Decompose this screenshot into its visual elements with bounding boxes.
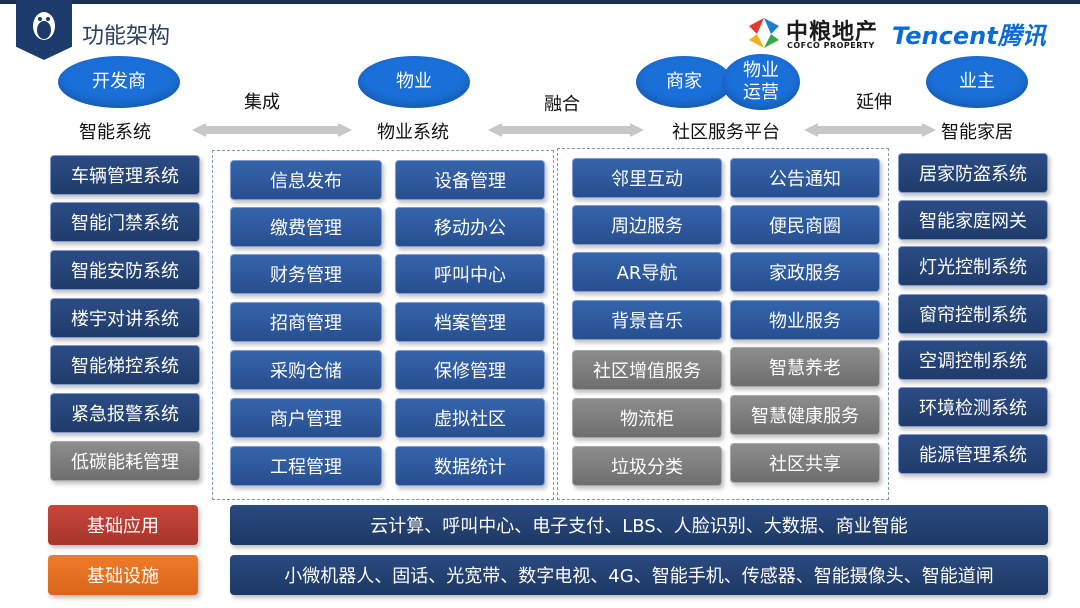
smart-home-item: 环境检测系统 [898,387,1048,427]
base-infra-label: 基础设施 [48,555,198,595]
smart-home-item: 空调控制系统 [898,340,1048,380]
cofco-logo-english: COFCO PROPERTY [787,41,875,50]
community-service-item: 社区增值服务 [572,350,722,390]
label-smart-systems: 智能系统 [79,122,151,143]
smart-home-item: 居家防盗系统 [898,153,1048,193]
role-property: 物业 [358,56,470,108]
cofco-logo-icon [749,18,779,48]
community-service-item: 物流柜 [572,398,722,438]
role-owner: 业主 [926,56,1028,108]
property-system-item: 保修管理 [395,350,545,390]
double-arrow-icon [192,123,352,137]
tencent-logo: Tencent腾讯 [892,22,1046,50]
property-system-item: 商户管理 [230,398,382,438]
smart-home-item: 能源管理系统 [898,434,1048,474]
base-infra-bar: 小微机器人、固话、光宽带、数字电视、4G、智能手机、传感器、智能摄像头、智能道闸 [230,555,1048,595]
connector-extend: 延伸 [856,92,892,113]
double-arrow-icon [804,123,936,137]
property-system-item: 呼叫中心 [395,254,545,294]
property-system-group [212,150,554,500]
community-service-item: 公告通知 [730,158,880,198]
label-property-systems: 物业系统 [377,122,449,143]
property-system-item: 移动办公 [395,207,545,247]
property-system-item: 档案管理 [395,302,545,342]
smart-system-item: 智能梯控系统 [50,345,200,385]
cofco-logo-text: 中粮地产 [786,20,879,45]
base-apps-bar: 云计算、呼叫中心、电子支付、LBS、人脸识别、大数据、商业智能 [230,505,1048,545]
community-service-item: 智慧养老 [730,347,880,387]
community-service-item: AR导航 [572,252,722,292]
penguin-icon [33,12,55,40]
smart-system-item: 智能安防系统 [50,250,200,290]
double-arrow-icon [488,123,644,137]
smart-system-item: 车辆管理系统 [50,155,200,195]
label-smart-home: 智能家居 [941,122,1013,143]
property-system-item: 采购仓储 [230,350,382,390]
smart-system-item: 低碳能耗管理 [50,441,200,481]
community-service-item: 家政服务 [730,252,880,292]
community-service-item: 便民商圈 [730,205,880,245]
smart-home-item: 智能家庭网关 [898,200,1048,240]
role-merchant: 商家 [636,56,732,108]
smart-home-item: 窗帘控制系统 [898,294,1048,334]
role-developer: 开发商 [58,56,180,108]
role-property-operations: 物业 运营 [722,54,800,110]
top-border [0,0,1080,4]
label-community-platform: 社区服务平台 [672,122,780,143]
property-system-item: 数据统计 [395,446,545,486]
community-service-item: 背景音乐 [572,300,722,340]
community-service-item: 物业服务 [730,300,880,340]
property-system-item: 设备管理 [395,160,545,200]
smart-home-item: 灯光控制系统 [898,246,1048,286]
connector-fuse: 融合 [544,94,580,115]
property-system-item: 信息发布 [230,160,382,200]
qq-logo-badge [16,0,72,60]
property-system-item: 财务管理 [230,254,382,294]
community-service-item: 邻里互动 [572,158,722,198]
community-service-item: 智慧健康服务 [730,395,880,435]
community-service-item: 社区共享 [730,443,880,483]
smart-system-item: 楼宇对讲系统 [50,298,200,338]
property-system-item: 虚拟社区 [395,398,545,438]
role-property-operations-line1: 物业 [743,60,779,81]
role-property-operations-line2: 运营 [743,82,779,103]
community-platform-group [557,148,889,500]
base-apps-label: 基础应用 [48,505,198,545]
smart-system-item: 智能门禁系统 [50,202,200,242]
page-title: 功能架构 [82,24,171,49]
smart-system-item: 紧急报警系统 [50,393,200,433]
property-system-item: 缴费管理 [230,207,382,247]
connector-integrate: 集成 [244,92,280,113]
community-service-item: 周边服务 [572,205,722,245]
property-system-item: 招商管理 [230,302,382,342]
community-service-item: 垃圾分类 [572,446,722,486]
property-system-item: 工程管理 [230,446,382,486]
